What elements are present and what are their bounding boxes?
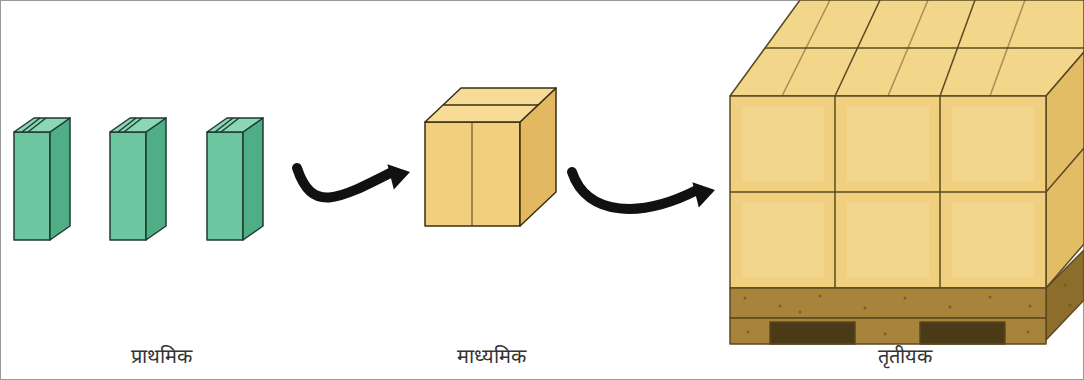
level-label: प्राथमिक: [25, 342, 297, 369]
packaging-level: तृतीयक: [715, 2, 1084, 375]
tertiary-pallet: [730, 0, 1084, 344]
secondary-carton: [425, 88, 556, 226]
packaging-level: माध्यमिक: [410, 100, 572, 375]
packaging-level: प्राथमिक: [25, 100, 297, 375]
level-label: माध्यमिक: [410, 342, 572, 369]
flow-arrow: [297, 164, 410, 197]
primary-packs: [14, 118, 263, 240]
level-label: तृतीयक: [715, 342, 1084, 369]
flow-arrow: [572, 172, 715, 209]
